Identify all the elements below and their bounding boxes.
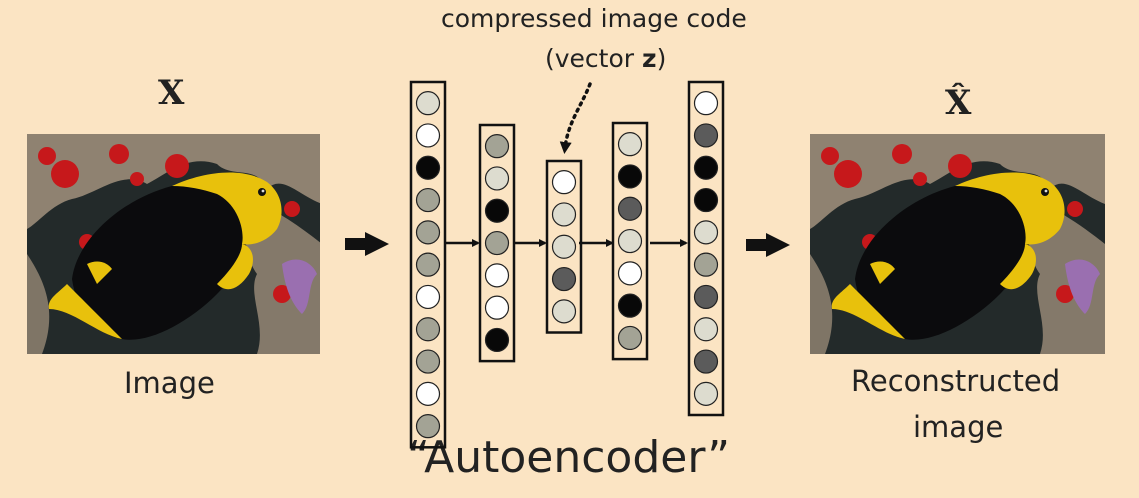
neuron [415, 284, 441, 310]
neuron [617, 325, 643, 351]
neuron [693, 220, 719, 245]
input-arrow [345, 232, 389, 256]
neuron [415, 123, 441, 148]
layer-5-box [687, 80, 725, 417]
output-arrow [746, 233, 790, 257]
layer-4-box [611, 121, 649, 361]
neuron [415, 187, 441, 213]
neuron [415, 414, 441, 439]
neuron [551, 299, 577, 324]
neuron [693, 91, 719, 116]
neuron [693, 123, 719, 148]
neuron [484, 263, 510, 288]
neuron [617, 132, 643, 157]
output-symbol-x-hat: X̂ [945, 83, 972, 123]
neuron [484, 230, 510, 256]
neuron [551, 202, 577, 227]
compressed-code-label: compressed image code [441, 4, 747, 33]
output-caption-line1: Reconstructed [851, 364, 1061, 398]
neuron [693, 155, 719, 180]
layer-2-box [478, 123, 516, 363]
layer-1-box [409, 80, 447, 449]
neuron [617, 228, 643, 254]
neuron [617, 164, 643, 189]
neuron [484, 134, 510, 159]
input-caption: Image [124, 366, 215, 400]
reconstructed-image [810, 134, 1105, 354]
vector-z-symbol: z [642, 44, 657, 73]
layer-3-box [545, 159, 583, 334]
output-caption-line2: image [913, 410, 1004, 444]
input-symbol-x: X [158, 73, 185, 113]
neuron [484, 295, 510, 320]
autoencoder-title: “Autoencoder” [407, 432, 731, 483]
neuron [415, 155, 441, 180]
neuron [415, 252, 441, 277]
network-layers [409, 80, 725, 449]
neuron [415, 349, 441, 374]
neuron [617, 261, 643, 286]
input-image [27, 134, 320, 354]
neuron [693, 252, 719, 277]
neuron [484, 166, 510, 191]
neuron [551, 234, 577, 259]
neuron [693, 349, 719, 374]
neuron [551, 170, 577, 195]
neuron [617, 196, 643, 221]
neuron [693, 381, 719, 406]
neuron [693, 317, 719, 342]
vector-z-label: (vector z) [545, 44, 667, 73]
neuron [617, 293, 643, 318]
neuron [484, 198, 510, 223]
neuron [415, 220, 441, 245]
neuron [693, 187, 719, 213]
neuron [415, 317, 441, 342]
neuron [415, 91, 441, 116]
neuron [693, 284, 719, 310]
neuron [551, 266, 577, 292]
neuron [484, 327, 510, 353]
neuron [415, 381, 441, 406]
code-pointer-arrow [559, 82, 592, 154]
